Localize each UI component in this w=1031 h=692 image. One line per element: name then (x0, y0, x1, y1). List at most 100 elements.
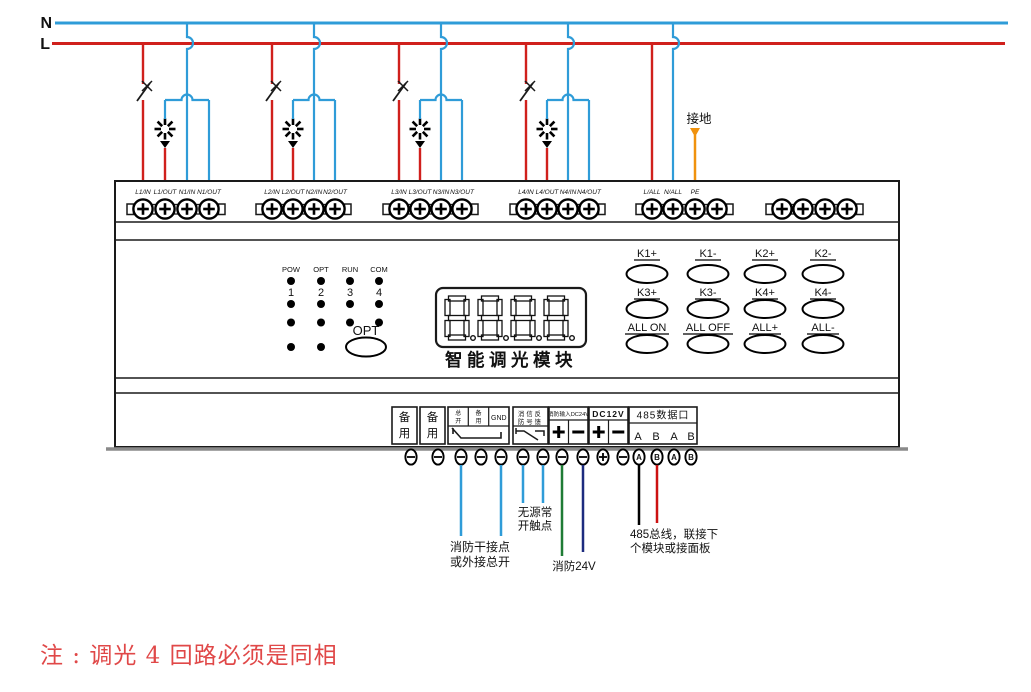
led-dot (287, 277, 295, 285)
cell-label: 用 (475, 418, 481, 425)
button-k3minus: K3- (686, 287, 730, 319)
box-label: 用 (427, 428, 439, 440)
box-label: 备 (427, 410, 439, 424)
digit-segment (480, 295, 500, 302)
opt-button-label: OPT (353, 323, 380, 338)
button-label: ALL+ (752, 322, 778, 334)
lamp-ray (538, 130, 546, 138)
fire-24v-note: 消防24V (552, 559, 596, 573)
lamp-ray (411, 120, 419, 128)
lamp-ray (166, 130, 174, 138)
lamp-ray (538, 120, 546, 128)
channel-led-label: 4 (376, 287, 382, 299)
rs485-bus-note: 个模块或接面板 (630, 541, 711, 555)
lamp-ray (548, 130, 556, 138)
note-text: 注 : 调光 4 回路必须是同相 (40, 643, 338, 669)
digit-segment (480, 314, 500, 322)
button-oval (801, 299, 845, 319)
passive-contact-note: 无源常 (518, 505, 553, 519)
bottom-screw-terminal: A (632, 448, 646, 466)
cell-label: 消信反 (518, 409, 543, 418)
lamp-ray (421, 120, 429, 128)
switch-x (141, 80, 153, 92)
button-oval (686, 334, 730, 354)
digit-segment (496, 298, 503, 317)
button-oval (625, 299, 669, 319)
box-frame (628, 406, 698, 445)
box-frame (419, 406, 446, 445)
digit-segment (463, 298, 470, 317)
terminal-label: L1/OUT (154, 189, 178, 196)
box-frame (391, 406, 418, 445)
terminal-label: L3/IN (391, 189, 407, 196)
switch-icon (519, 80, 536, 102)
digit-segment (529, 298, 536, 317)
digit-segment (513, 314, 533, 322)
digit-dot (536, 335, 543, 342)
terminal-label: L2/OUT (282, 189, 306, 196)
button-oval (686, 299, 730, 319)
switch-x (270, 80, 282, 92)
bottom-screw-terminal (596, 448, 610, 466)
rs485-bus-note: 485总线，联接下 (630, 527, 718, 541)
button-oval (625, 264, 669, 284)
box-label: 备 (399, 410, 411, 424)
button-oval (625, 334, 669, 354)
bottom-screw-terminal (555, 448, 569, 466)
spare-box-2: 备用 (419, 406, 446, 445)
led-dot (375, 277, 383, 285)
pin-label: A (634, 431, 642, 443)
terminal-label: N2/IN (306, 189, 323, 196)
lamp-ray (294, 130, 302, 138)
digit-segment (477, 298, 484, 317)
button-label: K2+ (755, 248, 775, 260)
screw-letter: B (688, 453, 694, 462)
lamp-ray (548, 120, 556, 128)
terminal-label: N4/OUT (577, 189, 602, 196)
digit-segment (477, 319, 484, 338)
lamp-ray (156, 120, 164, 128)
lamp-ray (411, 130, 419, 138)
digit-segment (510, 319, 517, 338)
digit-segment (447, 295, 467, 302)
channel-led-label: 2 (318, 287, 324, 299)
cell-label: 防号馈 (518, 417, 543, 426)
button-k4minus: K4- (801, 287, 845, 319)
digit-segment (447, 334, 467, 341)
switch-icon (136, 80, 153, 102)
button-oval (743, 264, 787, 284)
button-label: K4+ (755, 287, 775, 299)
digit-segment (496, 319, 503, 338)
button-label: K2- (814, 248, 831, 260)
fire-dry-contact-note: 消防干接点 (450, 539, 510, 554)
led-dot (375, 318, 383, 327)
button-oval (743, 334, 787, 354)
digit-segment (543, 298, 550, 317)
button-label: K3- (699, 287, 716, 299)
channel-led-label: 3 (347, 287, 353, 299)
neutral-in-wire (566, 23, 576, 182)
screw-terminal-icon (667, 448, 681, 466)
neutral-line-label: N (40, 15, 52, 32)
lamp-icon (154, 118, 176, 148)
led-dot (287, 343, 295, 351)
digit-segment (546, 295, 566, 302)
box-label: 用 (399, 428, 411, 440)
terminal-label: N4/IN (560, 189, 577, 196)
lamp-ray (284, 130, 292, 138)
button-k2plus: K2+ (743, 248, 787, 284)
pin-label: B (687, 431, 694, 443)
digit-segment (447, 314, 467, 322)
bottom-screw-terminal (516, 448, 530, 466)
button-all-on: ALL ON (625, 322, 669, 354)
display-digit (510, 295, 543, 342)
lamp-ray (294, 120, 302, 128)
led-dot (317, 318, 325, 327)
digit-segment (562, 298, 569, 317)
screw-terminal-icon (632, 448, 646, 466)
bottom-screw-terminal: A (667, 448, 681, 466)
